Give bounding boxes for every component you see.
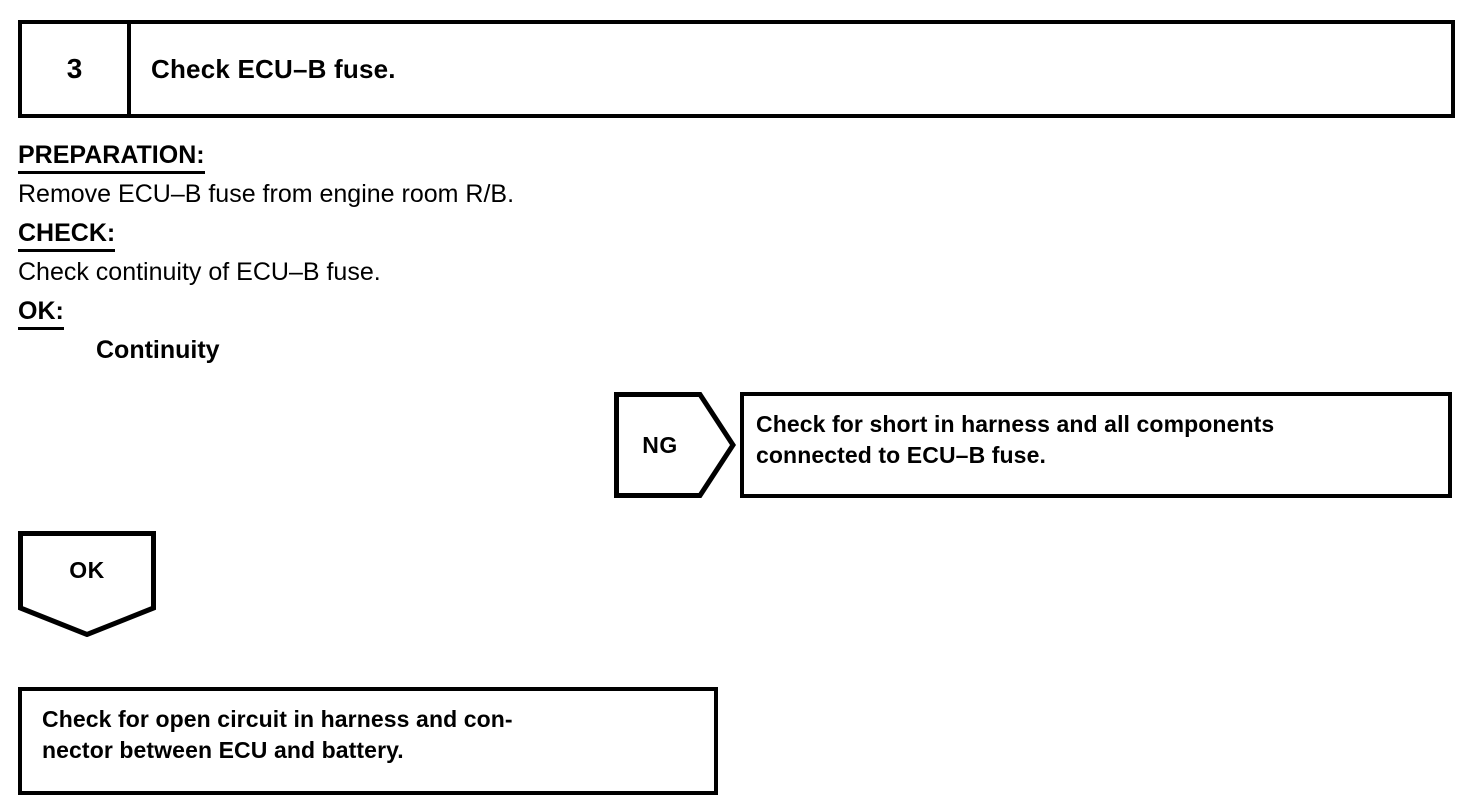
ok-branch-label: OK — [69, 556, 105, 583]
ok-criteria-label: OK: — [18, 296, 64, 330]
ok-criteria-value: Continuity — [96, 336, 220, 364]
ng-arrow-icon — [614, 392, 736, 498]
ok-arrow-icon — [18, 531, 156, 637]
ng-action-text: Check for short in harness and all compo… — [756, 409, 1274, 471]
preparation-label-line: PREPARATION: — [18, 136, 918, 175]
step-number: 3 — [66, 53, 83, 84]
step-number-cell: 3 — [22, 24, 131, 114]
check-text: Check continuity of ECU–B fuse. — [18, 258, 381, 286]
check-label-line: CHECK: — [18, 214, 918, 253]
step-header-box: 3 Check ECU–B fuse. — [18, 20, 1455, 118]
ok-action-line-2: nector between ECU and battery. — [42, 737, 404, 763]
procedure-block: PREPARATION: Remove ECU–B fuse from engi… — [18, 136, 918, 370]
preparation-text: Remove ECU–B fuse from engine room R/B. — [18, 180, 515, 208]
step-title: Check ECU–B fuse. — [151, 53, 396, 84]
ng-action-line-2: connected to ECU–B fuse. — [756, 442, 1046, 468]
ok-label-line: OK: — [18, 292, 918, 331]
ng-branch-label: NG — [642, 431, 678, 458]
ng-action-box: Check for short in harness and all compo… — [740, 392, 1452, 498]
ng-action-line-1: Check for short in harness and all compo… — [756, 411, 1275, 437]
check-label: CHECK: — [18, 218, 116, 252]
ok-action-line-1: Check for open circuit in harness and co… — [42, 706, 513, 732]
ok-action-box: Check for open circuit in harness and co… — [18, 687, 718, 795]
ok-action-text: Check for open circuit in harness and co… — [42, 704, 513, 766]
preparation-label: PREPARATION: — [18, 140, 205, 174]
